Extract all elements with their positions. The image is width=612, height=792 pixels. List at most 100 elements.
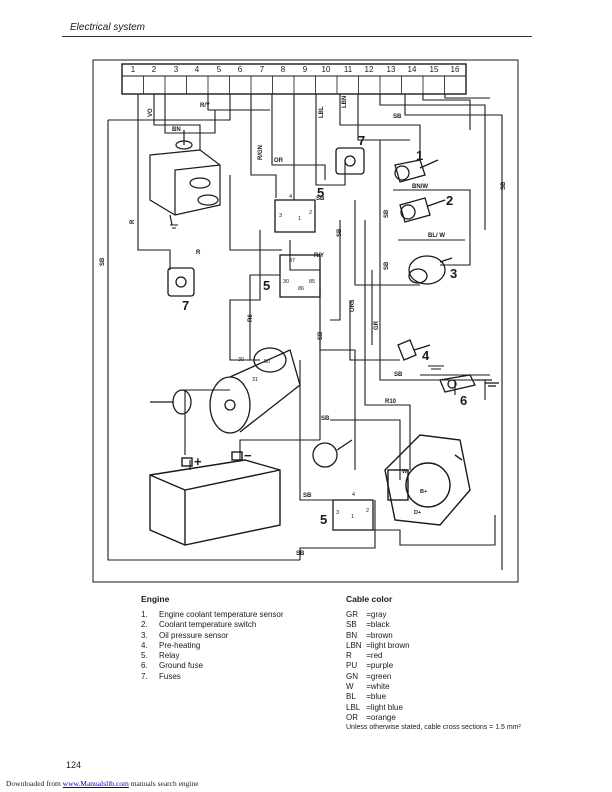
component-number-4: 4 [422, 348, 430, 363]
fuse-number: 12 [365, 65, 374, 74]
starter-pin-label: 50 [264, 359, 270, 365]
cable-color-title: Cable color [346, 594, 393, 604]
cable-color-item: SB =black [346, 620, 390, 630]
footer-suffix: manuals search engine [130, 779, 199, 788]
wire-label: SB [501, 181, 507, 190]
wire-label: SB [384, 261, 390, 270]
fuse-number: 4 [195, 65, 200, 74]
page-number: 124 [66, 760, 82, 770]
cable-color-item: LBL =light blue [346, 702, 403, 712]
starter-motor-shape [209, 347, 301, 434]
cable-color-list: GR =gray SB =black BN =brown LBN =light … [346, 610, 546, 723]
fuse-number: 3 [174, 65, 179, 74]
legend-list: 1.Engine coolant temperature sensor 2.Co… [141, 610, 301, 682]
cable-color-item: OR =orange [346, 712, 396, 722]
wire-label: GR [374, 320, 380, 330]
wire-label: SB [316, 196, 325, 202]
cable-color-item: W =white [346, 682, 390, 692]
wire-label: BL/ W [428, 233, 445, 239]
diagram-frame [92, 59, 519, 583]
component-number-3: 3 [450, 266, 457, 281]
wire-label: R10 [385, 399, 397, 405]
legend-item: 2.Coolant temperature switch [141, 620, 257, 630]
battery-shape [149, 451, 281, 546]
cable-color-item: PU =purple [346, 661, 394, 671]
wire-label: R/Y [200, 103, 210, 109]
alternator-pin-label: B+ [420, 489, 427, 495]
wires [107, 94, 503, 570]
alternator-pins: W B+ D+ [402, 469, 427, 516]
component-number-1: 1 [416, 148, 423, 163]
wire-label: SB [384, 209, 390, 218]
alternator-pin-label: D+ [414, 510, 421, 516]
relay-pin-label: 4 [352, 492, 355, 498]
fuse-number: 5 [217, 65, 222, 74]
starter-sensor-shape [150, 389, 192, 415]
relay-pin-label: 1 [298, 216, 301, 222]
sensor-1-shape [394, 159, 439, 183]
header-rule [62, 36, 532, 37]
wire-label: R6 [248, 314, 254, 322]
relay-pin-label: 86 [298, 286, 304, 292]
wire-labels: VO R/Y BN R/GN LBL LBN SB OR SB BN/W SB … [100, 96, 507, 557]
wire-label: SB [296, 551, 305, 557]
wire-label: R/Y [314, 253, 324, 259]
starter-pin-label: 31 [252, 377, 258, 383]
alternator-pin-label: W [402, 469, 408, 475]
relay-pins: 87 30 86 85 4 3 1 2 4 3 1 2 [279, 194, 369, 520]
footer: Downloaded from www.Manualslib.com manua… [6, 779, 199, 788]
cable-section-note: Unless otherwise stated, cable cross sec… [346, 724, 521, 731]
starter-pin-label: 30 [238, 357, 244, 363]
fuse-number: 9 [303, 65, 308, 74]
preheat-4-shape [397, 339, 431, 361]
component-numbers: 1 2 3 4 5 5 5 6 7 7 [182, 133, 467, 527]
legend-item: 6.Ground fuse [141, 661, 204, 671]
wire-label: SB [321, 416, 330, 422]
sensor-3-shape [408, 255, 453, 285]
wire-label: VO [148, 108, 154, 117]
preheat-block-shape [149, 130, 221, 226]
fuse-number: 6 [238, 65, 243, 74]
fuse-number: 7 [260, 65, 265, 74]
wire-label: SB [337, 228, 343, 237]
wire-label: BN/W [412, 184, 428, 190]
legend-item: 5.Relay [141, 651, 180, 661]
wire-label: LBL [319, 106, 325, 118]
wire-label: BN [172, 127, 181, 133]
relay-pin-label: 3 [336, 510, 339, 516]
relay-pin-label: 3 [279, 213, 282, 219]
regulator-shape [312, 439, 353, 468]
wire-label: R [130, 219, 136, 224]
fuse-number: 16 [451, 65, 460, 74]
component-number-5: 5 [263, 278, 270, 293]
wire-label: LBN [342, 96, 348, 108]
fuse-number: 11 [344, 65, 353, 74]
component-number-5: 5 [317, 185, 324, 200]
relay-pin-label: 1 [351, 514, 354, 520]
starter-pins: 30 50 31 [238, 357, 270, 383]
legend-title: Engine [141, 594, 170, 604]
relay-pin-label: 4 [289, 194, 292, 200]
fuse-number: 15 [430, 65, 439, 74]
relay-box-upper [274, 199, 316, 233]
ground-fuse-6-shape [439, 374, 499, 393]
wire-label: SB [100, 257, 106, 266]
cable-color-item: LBN =light brown [346, 640, 410, 650]
relay-pin-label: 2 [366, 508, 369, 514]
legend-item: 4.Pre-heating [141, 640, 201, 650]
page-header: Electrical system [70, 22, 146, 33]
cable-color-item: BN =brown [346, 630, 393, 640]
footer-link[interactable]: www.Manualslib.com [62, 779, 129, 788]
battery-plus-label: + [194, 454, 202, 469]
alternator-shape [384, 434, 471, 526]
component-number-7: 7 [182, 298, 189, 313]
wire-label: SB [393, 114, 402, 120]
fuse-numbers: 1 2 3 4 5 6 7 8 9 10 11 12 13 14 15 16 [131, 65, 460, 74]
wire-label: SB [303, 493, 312, 499]
cable-color-item: R =red [346, 651, 383, 661]
fuse-number: 10 [322, 65, 331, 74]
battery-minus-label: − [244, 448, 252, 463]
fuse-number: 13 [387, 65, 396, 74]
relay-pin-label: 30 [283, 279, 289, 285]
